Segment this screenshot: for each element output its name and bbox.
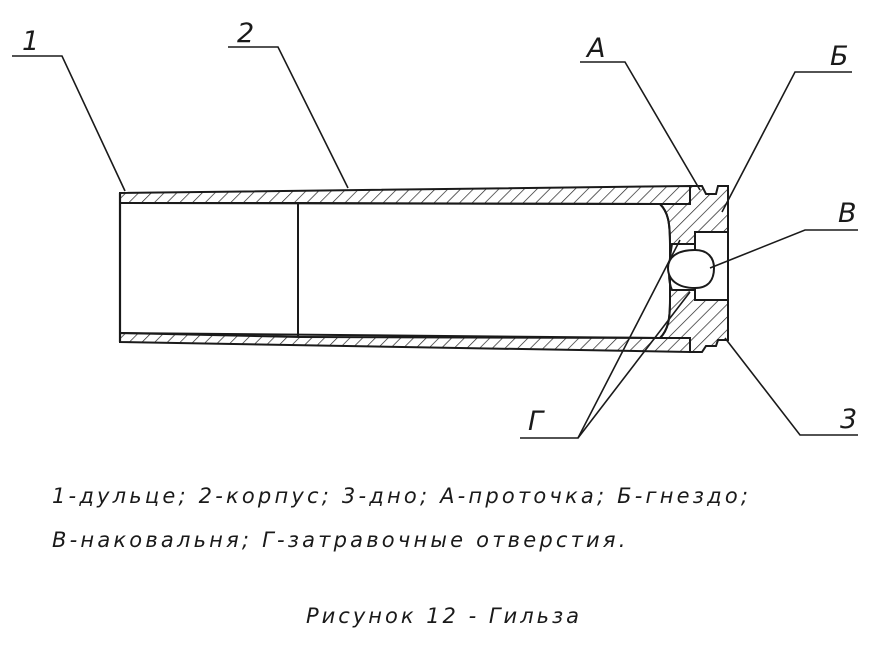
leader-groove <box>580 61 701 191</box>
label-groove: А <box>585 33 605 64</box>
label-anvil: В <box>838 198 857 229</box>
leader-flash-holes-b <box>577 291 691 439</box>
anvil-shape <box>666 248 716 290</box>
leader-muzzle <box>12 55 126 192</box>
label-base: 3 <box>840 404 857 435</box>
legend-line-2: В-наковальня; Г-затравочные отверстия. <box>52 528 629 552</box>
case-section <box>119 184 729 354</box>
label-muzzle: 1 <box>22 26 39 57</box>
legend-line-1: 1-дульце; 2-корпус; 3-дно; А-проточка; Б… <box>52 484 752 508</box>
leader-socket <box>721 71 852 213</box>
case-top-wall <box>119 184 691 205</box>
leader-lines <box>12 46 858 439</box>
leader-anvil <box>709 229 858 269</box>
case-cavity <box>119 202 671 340</box>
figure-caption: Рисунок 12 - Гильза <box>305 604 583 628</box>
primer-socket <box>666 231 729 301</box>
label-flash-holes: Г <box>528 406 545 437</box>
label-body: 2 <box>237 18 254 49</box>
leader-body <box>228 46 349 189</box>
leader-base <box>724 337 858 436</box>
label-socket: Б <box>830 41 849 72</box>
